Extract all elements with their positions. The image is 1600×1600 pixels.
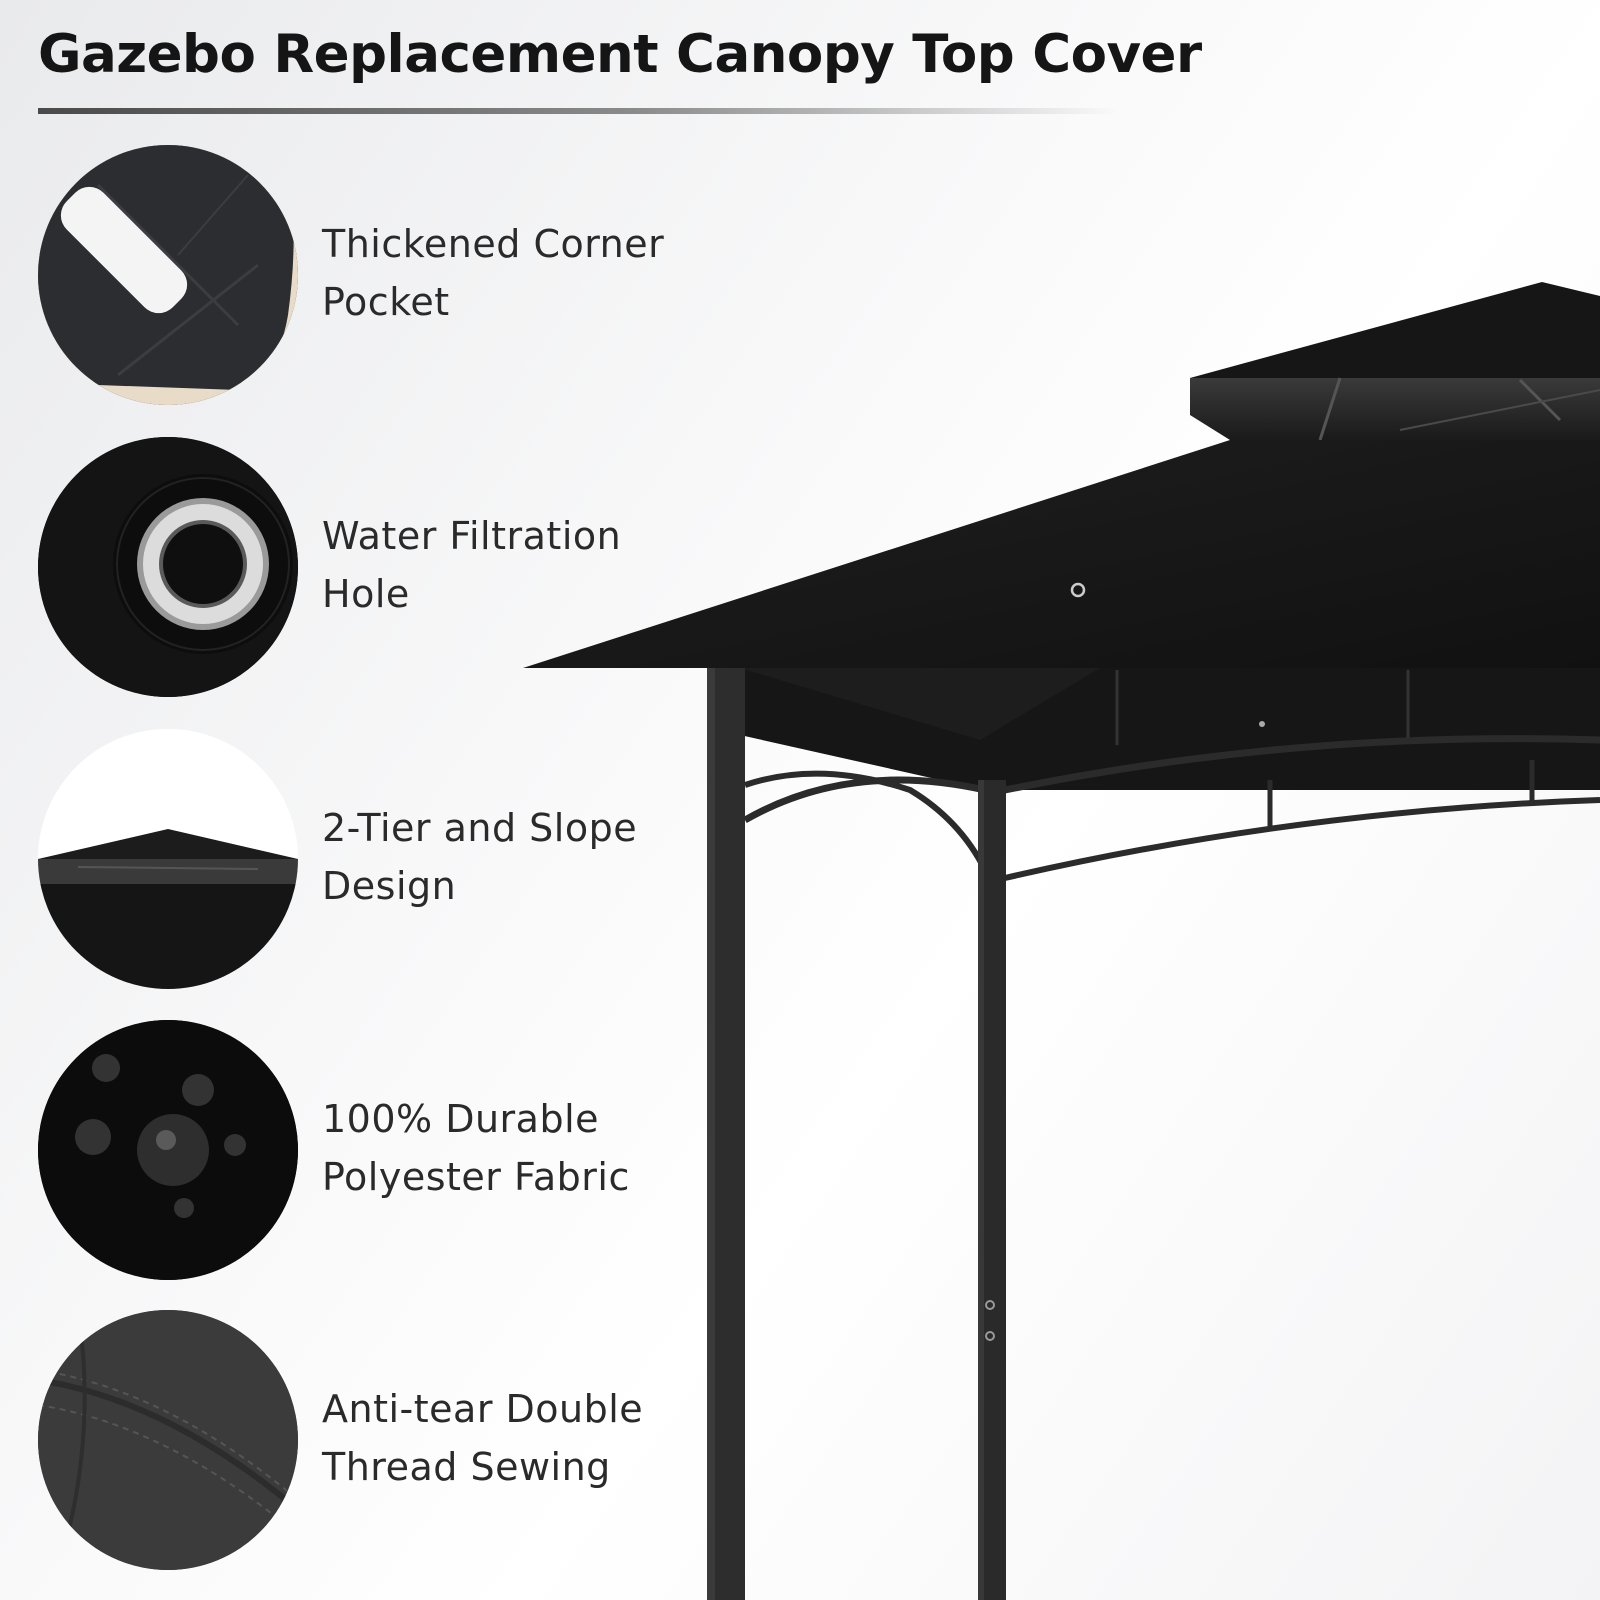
corner-pocket-icon — [38, 145, 298, 405]
feature-item: 100% Durable Polyester Fabric — [38, 1020, 738, 1280]
feature-label: Water Filtration Hole — [322, 514, 622, 616]
double-stitching-icon — [38, 1310, 298, 1570]
feature-item: Thickened Corner Pocket — [38, 145, 738, 405]
feature-item: Water Filtration Hole — [38, 437, 738, 697]
feature-item: 2-Tier and Slope Design — [38, 729, 738, 989]
feature-label: 2-Tier and Slope Design — [322, 806, 638, 908]
water-droplets-icon — [38, 1020, 298, 1280]
page-title: Gazebo Replacement Canopy Top Cover — [38, 24, 1202, 85]
feature-label: Anti-tear Double Thread Sewing — [322, 1387, 644, 1489]
feature-item: Anti-tear Double Thread Sewing — [38, 1310, 738, 1570]
feature-label: Thickened Corner Pocket — [322, 222, 665, 324]
two-tier-roof-icon — [38, 729, 298, 989]
grommet-icon — [38, 437, 298, 697]
feature-label: 100% Durable Polyester Fabric — [322, 1097, 630, 1199]
title-underline — [38, 108, 1118, 114]
